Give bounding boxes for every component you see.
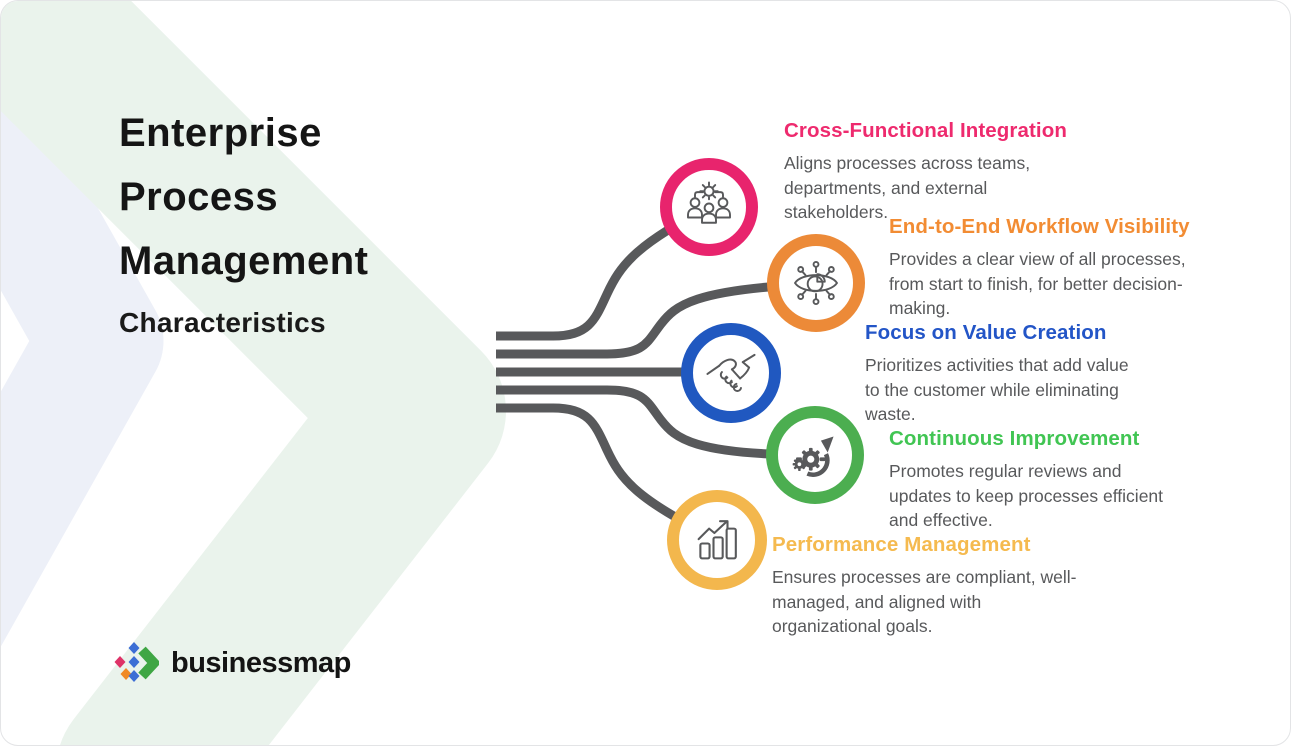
title-line-2: Process (119, 175, 279, 219)
gear-refresh-icon (792, 436, 834, 477)
item-description: Provides a clear view of all processes, … (889, 249, 1186, 318)
item-description: Promotes regular reviews and updates to … (889, 461, 1164, 530)
item-description: Prioritizes activities that add value to… (865, 355, 1129, 424)
item-title: Continuous Improvement (889, 427, 1140, 450)
item-title: Cross-Functional Integration (784, 119, 1067, 142)
node-circle-cross-functional-integration (660, 158, 758, 256)
title-line-3: Management (119, 239, 369, 283)
item-focus-on-value-creation: Focus on Value Creation Prioritizes acti… (865, 320, 1147, 427)
page-title: Enterprise Process Management Characteri… (119, 101, 369, 339)
item-end-to-end-workflow-visibility: End-to-End Workflow Visibility Provides … (889, 214, 1191, 321)
brand-name: businessmap (171, 646, 351, 679)
title-line-1: Enterprise (119, 111, 322, 155)
item-description: Ensures processes are compliant, well-ma… (772, 567, 1077, 636)
item-title: Performance Management (772, 533, 1031, 556)
node-circle-end-to-end-workflow-visibility (767, 234, 865, 332)
item-cross-functional-integration: Cross-Functional Integration Aligns proc… (784, 118, 1067, 225)
item-title: Focus on Value Creation (865, 321, 1107, 344)
connector-line-4 (496, 385, 816, 460)
team-gear-icon (687, 181, 731, 224)
connector-line-2 (496, 279, 817, 359)
item-continuous-improvement: Continuous Improvement Promotes regular … (889, 426, 1185, 533)
background-chevron-blue (1, 35, 164, 647)
item-description: Aligns processes across teams, departmen… (784, 153, 1031, 222)
handshake-icon (706, 353, 756, 392)
item-title: End-to-End Workflow Visibility (889, 215, 1190, 238)
connector-line-1 (496, 202, 712, 341)
node-circle-performance-management (667, 490, 767, 590)
bar-chart-growth-icon (697, 520, 737, 560)
eye-analytics-icon (794, 260, 838, 306)
node-circle-continuous-improvement (766, 406, 864, 504)
item-performance-management: Performance Management Ensures processes… (772, 532, 1090, 639)
brand-logo: businessmap (113, 639, 351, 687)
background-chevron-green (1, 1, 506, 745)
node-circle-focus-on-value-creation (681, 323, 781, 423)
connector-line-5 (496, 403, 719, 544)
businessmap-logo-icon (114, 642, 159, 682)
page-subtitle: Characteristics (119, 307, 326, 338)
